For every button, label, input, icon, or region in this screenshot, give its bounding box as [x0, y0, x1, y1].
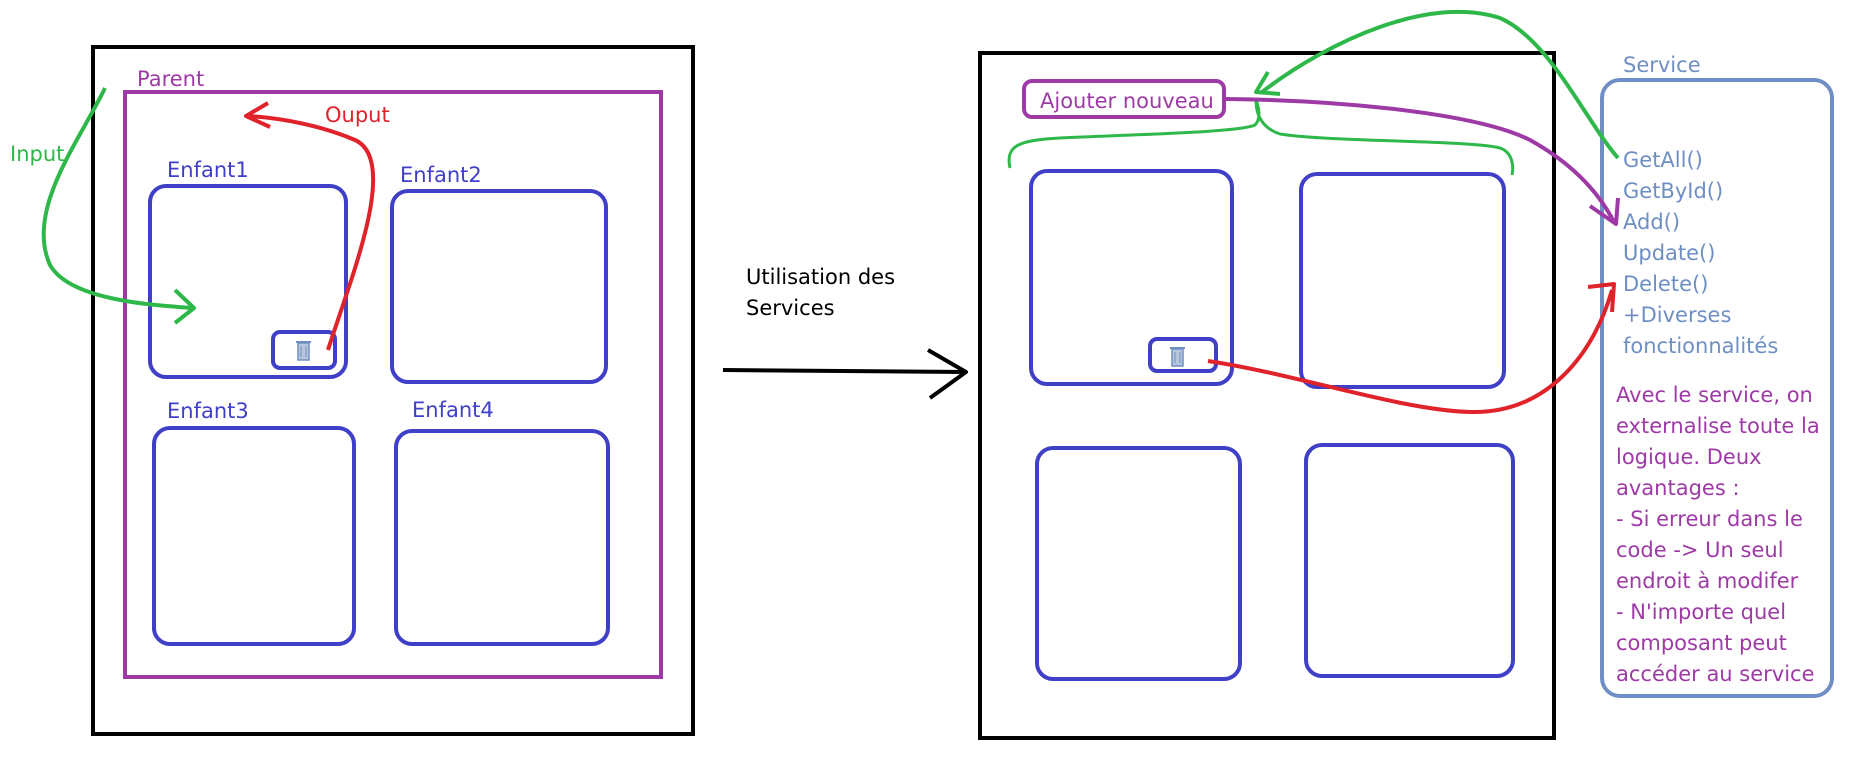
parent-label: Parent [137, 67, 204, 91]
method-diverses: +Diverses [1623, 303, 1731, 327]
output-arrowhead [244, 101, 271, 129]
right-delete-button[interactable] [1148, 337, 1218, 373]
transition-arrowhead [926, 348, 968, 400]
method-getbyid: GetById() [1623, 179, 1723, 203]
method-add: Add() [1623, 210, 1680, 234]
add-arrowhead [1588, 197, 1620, 226]
trash-icon [296, 341, 311, 361]
enfant1-label: Enfant1 [167, 158, 249, 182]
note-line-4: avantages : [1616, 476, 1740, 500]
output-arrow [247, 114, 376, 351]
delete-arrowhead [1587, 282, 1616, 313]
enfant2-label: Enfant2 [400, 163, 482, 187]
note-line-9: composant peut [1616, 631, 1787, 655]
note-line-3: logique. Deux [1616, 445, 1762, 469]
right-outer-frame [978, 51, 1556, 740]
right-card-3 [1035, 446, 1242, 681]
method-update: Update() [1623, 241, 1715, 265]
enfant3-label: Enfant3 [167, 399, 249, 423]
transition-arrow [722, 368, 966, 374]
input-label: Input [10, 142, 64, 166]
enfant4-box [394, 429, 610, 646]
enfant4-label: Enfant4 [412, 398, 494, 422]
note-line-7: endroit à modifer [1616, 569, 1799, 593]
note-line-2: externalise toute la [1616, 414, 1820, 438]
middle-text-line1: Utilisation des [746, 265, 895, 289]
method-getall: GetAll() [1623, 148, 1703, 172]
note-line-5: - Si erreur dans le [1616, 507, 1803, 531]
right-card-2 [1299, 172, 1506, 389]
getall-arrowhead [1254, 70, 1281, 96]
method-delete: Delete() [1623, 272, 1708, 296]
right-card-4 [1304, 443, 1515, 678]
service-title: Service [1623, 53, 1701, 77]
service-methods: GetAll() GetById() Add() Update() Delete… [1623, 148, 1778, 358]
method-fonctionnalites: fonctionnalités [1623, 334, 1778, 358]
enfant2-box [390, 189, 608, 384]
add-new-label: Ajouter nouveau [1040, 89, 1214, 113]
service-panel [1600, 78, 1834, 698]
right-card-1 [1029, 169, 1234, 386]
output-label: Ouput [325, 103, 390, 127]
note-line-6: code -> Un seul [1616, 538, 1784, 562]
note-line-8: - N'importe quel [1616, 600, 1786, 624]
left-outer-frame [91, 45, 695, 736]
add-new-button[interactable] [1022, 79, 1226, 119]
left-delete-button[interactable] [271, 330, 337, 370]
middle-text-line2: Services [746, 296, 835, 320]
service-note: Avec le service, on externalise toute la… [1616, 383, 1820, 686]
button-to-add-arrow [1225, 97, 1616, 223]
note-line-1: Avec le service, on [1616, 383, 1813, 407]
parent-frame [123, 90, 663, 679]
trash-icon [1170, 347, 1185, 367]
getall-to-button-arrow [1260, 9, 1620, 160]
enfant1-box [148, 184, 348, 379]
cards-brace [1007, 99, 1515, 176]
input-arrow [41, 87, 193, 310]
delete-to-service-arrow [1207, 289, 1614, 415]
enfant3-box [152, 426, 356, 646]
input-arrowhead [173, 288, 196, 325]
note-line-10: accéder au service [1616, 662, 1815, 686]
